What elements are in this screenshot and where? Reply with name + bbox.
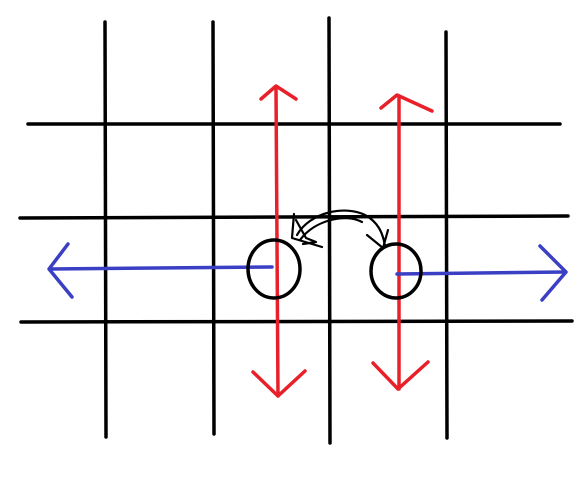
grid-horizontal-lines xyxy=(18,122,574,324)
grid-vertical-lines xyxy=(103,16,449,445)
right-horizontal-arrow xyxy=(395,244,568,302)
right-circle xyxy=(369,242,423,300)
nodes xyxy=(246,238,423,300)
swap-arrowhead-left xyxy=(290,212,324,249)
left-circle xyxy=(246,238,302,300)
right-vertical-arrow xyxy=(371,93,434,391)
left-vertical-arrow xyxy=(251,84,307,398)
left-vertical-arrowhead-down xyxy=(251,369,307,398)
right-horizontal-arrowhead xyxy=(538,244,568,302)
left-horizontal-arrowhead xyxy=(47,242,74,299)
grid-vline-2 xyxy=(211,20,216,436)
swap-arrow-curve xyxy=(295,209,387,248)
swap-arrowhead-left-scribble xyxy=(294,218,318,246)
swap-arrowhead-right xyxy=(365,228,390,250)
grid-vline-1 xyxy=(103,20,108,439)
right-vertical-arrowhead-up xyxy=(379,93,434,113)
grid-hline-3 xyxy=(19,319,574,324)
grid-vline-4 xyxy=(444,30,449,440)
grid-vline-3 xyxy=(327,16,332,445)
horizontal-arrows xyxy=(47,242,568,302)
left-vertical-arrowhead-up xyxy=(259,84,298,101)
left-horizontal-arrow xyxy=(47,242,274,299)
right-vertical-arrowhead-down xyxy=(371,360,430,391)
swap-arrow xyxy=(290,209,390,250)
